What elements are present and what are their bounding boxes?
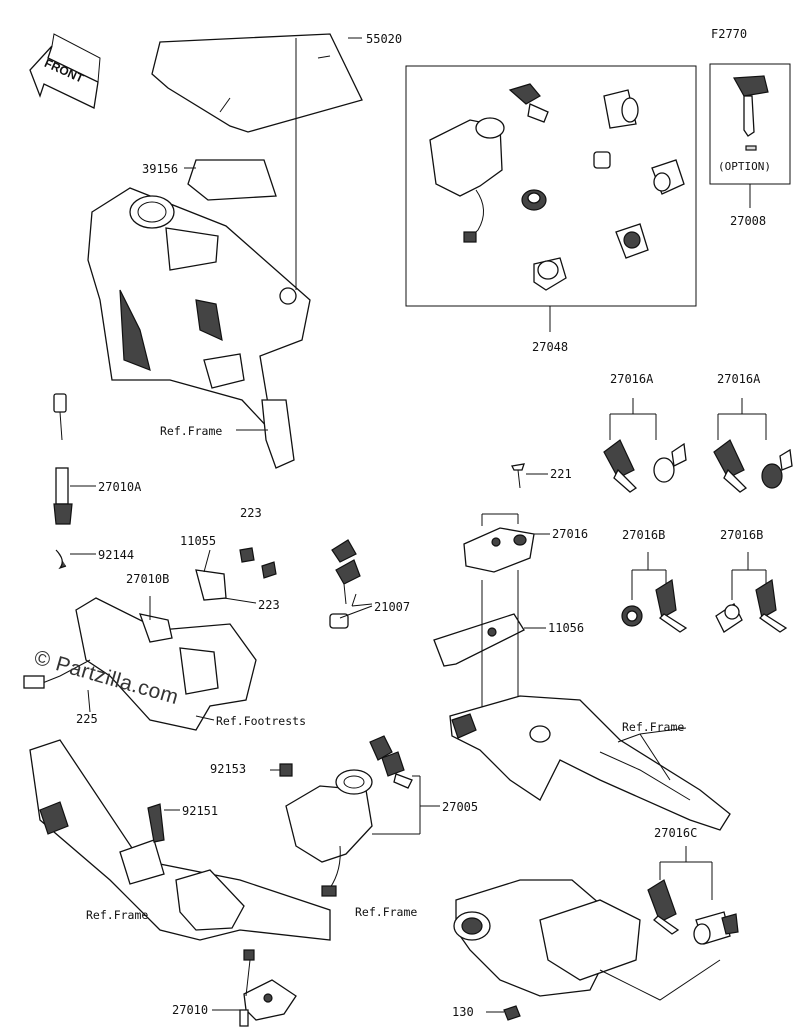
side-stand-bracket [23, 547, 277, 731]
label-27005: 27005 [442, 800, 479, 814]
lock-set-27016B-right [715, 552, 788, 633]
right-frame [449, 695, 731, 831]
switch-set-27048-box [405, 65, 697, 332]
label-92144: 92144 [98, 548, 135, 562]
label-225: 225 [76, 712, 98, 726]
ref-frame-left: Ref.Frame [86, 908, 149, 922]
label-27048: 27048 [532, 340, 569, 354]
sensor-27010 [212, 949, 297, 1027]
left-lower-frame [29, 739, 331, 941]
label-27008: 27008 [730, 214, 767, 228]
lock-set-27016C [647, 846, 739, 945]
label-27016B-left: 27016B [622, 528, 666, 542]
label-223-bottom: 223 [258, 598, 280, 612]
plate-11056 [433, 570, 546, 716]
front-arrow-icon [29, 33, 101, 109]
label-130: 130 [452, 1005, 474, 1019]
label-27016B-right: 27016B [720, 528, 764, 542]
label-11055: 11055 [180, 534, 217, 548]
lock-set-27016A-right [713, 398, 793, 493]
diagram-code: F2770 [711, 27, 748, 41]
lower-right-frame [453, 879, 721, 1021]
label-27010B: 27010B [126, 572, 170, 586]
ref-frame-top: Ref.Frame [160, 424, 223, 438]
label-27010A: 27010A [98, 480, 142, 494]
ignition-switch-27005 [270, 735, 440, 897]
tool-plate-55020 [151, 33, 363, 133]
label-27016C: 27016C [654, 826, 698, 840]
label-27010: 27010 [172, 1003, 209, 1017]
key-option-box [709, 63, 791, 208]
label-pad-39156 [184, 159, 277, 201]
lock-set-27016A-left [603, 398, 687, 493]
lock-set-27016B-left [621, 552, 688, 633]
label-55020: 55020 [366, 32, 403, 46]
ref-footrests: Ref.Footrests [216, 714, 307, 728]
leader-lines [186, 38, 687, 735]
sensor-27010A [53, 393, 96, 570]
label-39156: 39156 [142, 162, 179, 176]
ref-frame-right: Ref.Frame [622, 720, 685, 734]
ref-frame-bottom: Ref.Frame [355, 905, 418, 919]
label-21007: 21007 [374, 600, 411, 614]
label-27016: 27016 [552, 527, 589, 541]
key-21007 [329, 539, 373, 629]
label-11056: 11056 [548, 621, 585, 635]
bolt-221 [511, 463, 548, 489]
label-223-top: 223 [240, 506, 262, 520]
label-27016A-left: 27016A [610, 372, 654, 386]
option-label: (OPTION) [718, 160, 771, 173]
label-221: 221 [550, 467, 572, 481]
upper-frame [87, 187, 311, 469]
label-27016A-right: 27016A [717, 372, 761, 386]
label-92153: 92153 [210, 762, 247, 776]
lock-bracket-27016 [463, 513, 550, 573]
label-92151: 92151 [182, 804, 219, 818]
